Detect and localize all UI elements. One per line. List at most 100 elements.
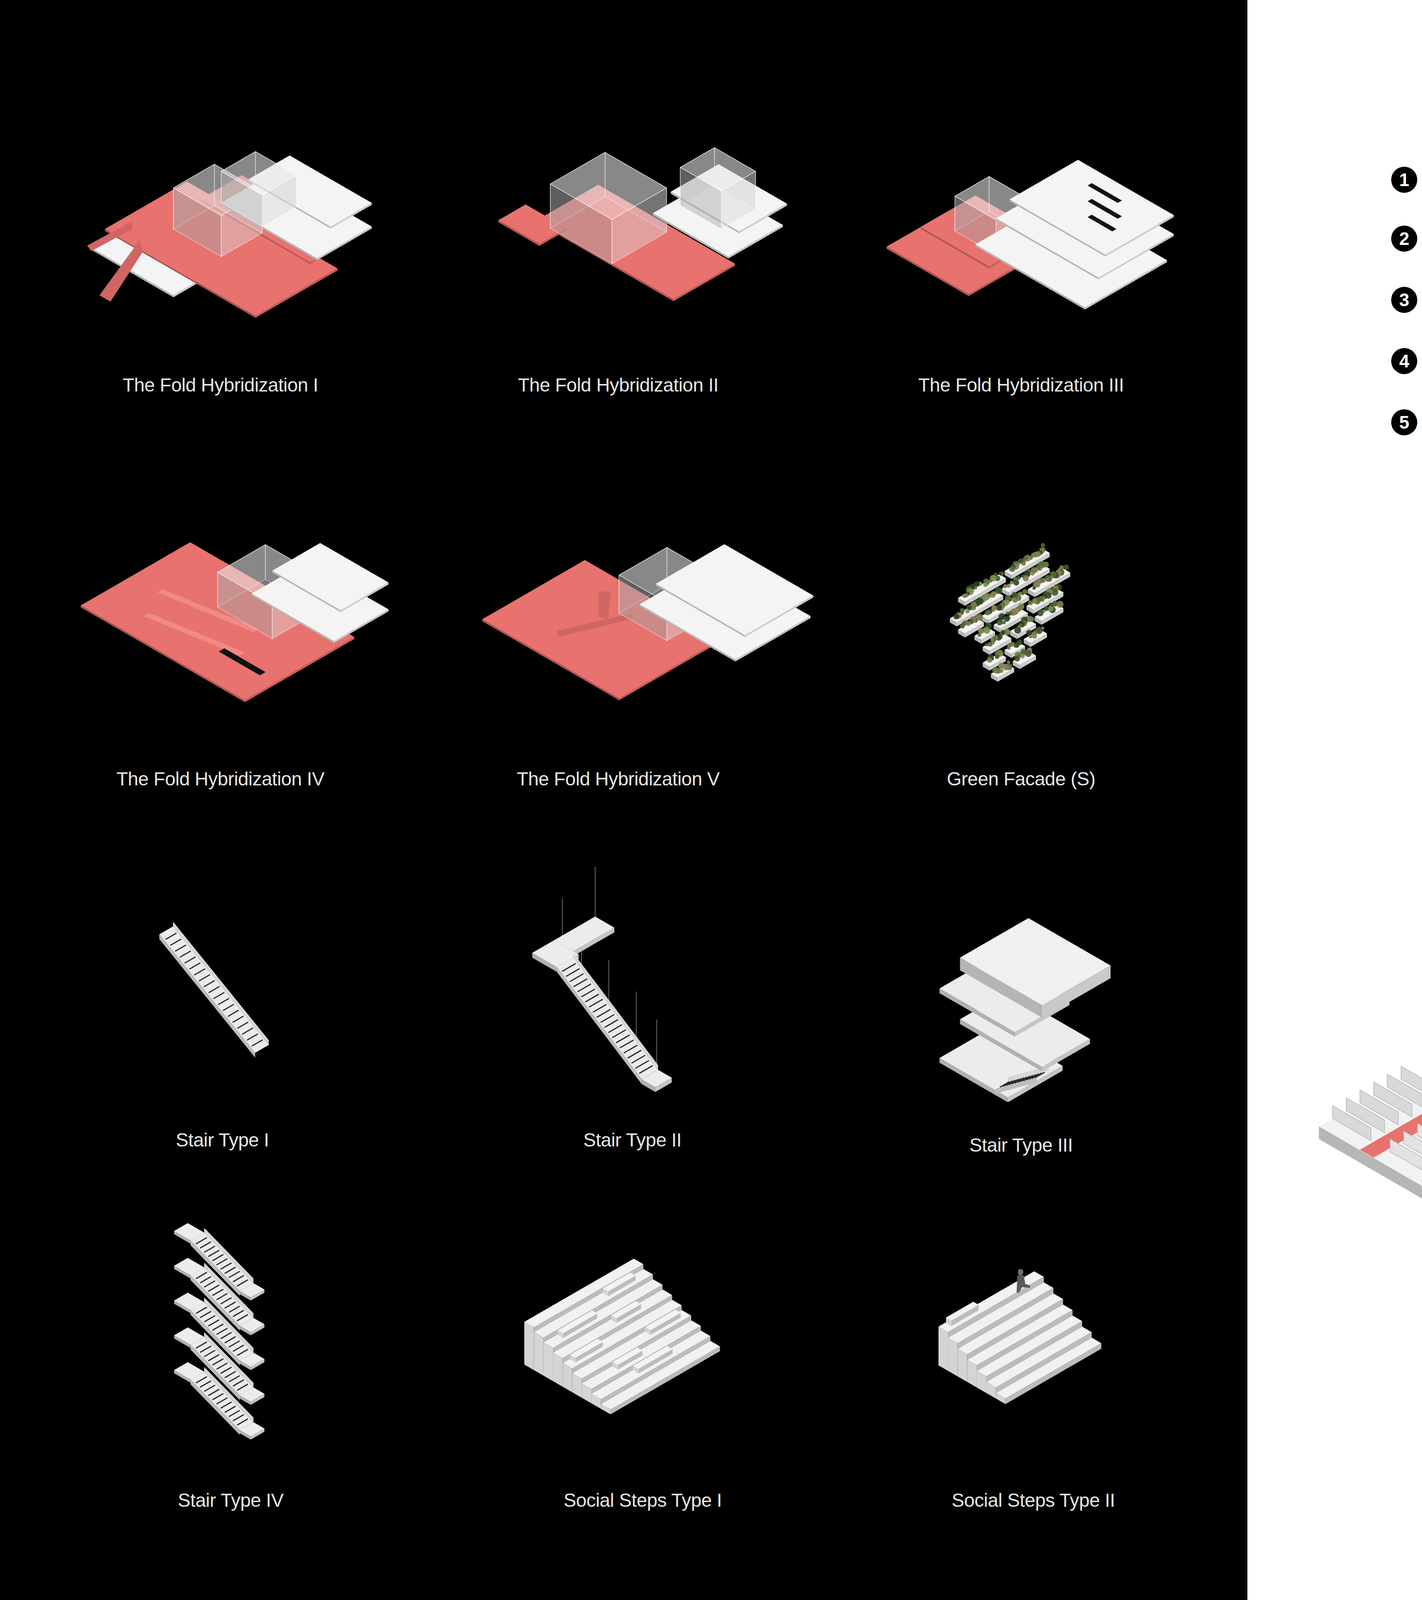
floor-plate [239, 1282, 265, 1298]
plant [1038, 611, 1043, 616]
stair-flight [556, 957, 659, 1080]
stair-stringer [556, 966, 642, 1084]
stair-tread [195, 1376, 207, 1383]
stair-tread [218, 998, 230, 1005]
fold-diagram [87, 151, 373, 318]
stair-tread [246, 1033, 258, 1041]
plant [978, 628, 983, 633]
stair-tread [204, 1384, 216, 1392]
stair-tread [208, 986, 220, 993]
figure-caption: The Fold Hybridization I [122, 374, 319, 396]
stair-tread [224, 1301, 236, 1308]
stair-tread [204, 1245, 216, 1253]
step-riser [610, 1346, 721, 1415]
bench-block [645, 1309, 681, 1330]
figure-caption: The Fold Hybridization III [918, 374, 1125, 396]
stair-stringer [190, 1379, 240, 1435]
stair-tread [208, 1389, 220, 1396]
callout-number: 5 [1391, 409, 1418, 436]
social-steps [524, 1258, 720, 1415]
plant [965, 609, 970, 614]
stair-tread [573, 978, 588, 987]
stair-flight [159, 926, 269, 1053]
plant [962, 593, 967, 599]
plant [989, 592, 996, 599]
stair-tread [233, 1344, 245, 1352]
stair-tread [195, 1341, 207, 1349]
plant [986, 657, 993, 663]
stair-tread [612, 1029, 627, 1038]
stair-tread [216, 1327, 228, 1335]
stair-tread [216, 1362, 228, 1370]
figure-caption: Stair Type I [175, 1128, 269, 1151]
stair-tread [224, 1336, 236, 1343]
person [1016, 1275, 1031, 1293]
floor-plate [239, 1422, 265, 1437]
stair-tread [224, 1405, 236, 1413]
stair-tread [204, 1280, 216, 1287]
stair-tread [608, 1024, 623, 1033]
figure-caption: Social Steps Type II [951, 1489, 1115, 1511]
stair-tread [212, 1254, 224, 1261]
stair-tread [237, 1418, 249, 1425]
stair-tread [220, 1297, 232, 1304]
stair-tread [228, 1375, 240, 1382]
plant [1013, 579, 1020, 586]
stair-tread [233, 1379, 245, 1387]
stair-tread [237, 1314, 249, 1321]
bench-block [557, 1310, 598, 1334]
stair-tread [581, 988, 596, 997]
fold-diagram [482, 544, 814, 701]
floor-plate [993, 608, 1029, 629]
floor-plate [239, 1317, 265, 1332]
figure-caption: Stair Type II [583, 1128, 682, 1151]
plant [1014, 655, 1020, 662]
step-side [553, 1352, 563, 1387]
stair-tread [639, 1065, 653, 1074]
stair-tread [199, 974, 211, 981]
stair-tread [174, 944, 187, 952]
step-side [957, 1348, 967, 1382]
stair-tread [213, 992, 225, 999]
stair-tread [635, 1060, 649, 1069]
floor-plate [982, 633, 1012, 651]
stair-tread [251, 1039, 263, 1046]
stair-tread [237, 1348, 249, 1356]
green-facade [949, 543, 1071, 682]
stair-tread [227, 1010, 239, 1017]
stair-tread [623, 1044, 638, 1053]
glass-volume [550, 152, 667, 220]
step-side [524, 1321, 534, 1370]
figure-caption: Stair Type IV [177, 1489, 284, 1511]
stair-tread [588, 998, 603, 1007]
stair-tread [195, 1272, 207, 1279]
stair-tread [569, 973, 584, 982]
stair-drawing [159, 921, 269, 1058]
person [1017, 1268, 1024, 1276]
stair-tread [596, 1009, 611, 1018]
plant [998, 662, 1005, 669]
step-side [938, 1326, 948, 1371]
stair-tread [228, 1271, 240, 1278]
bench-block [611, 1300, 642, 1319]
stair-tread [220, 1332, 232, 1339]
slab-edge [218, 651, 260, 676]
plant [1009, 611, 1014, 616]
callout-number: 2 [1391, 225, 1418, 252]
figure-caption: The Fold Hybridization V [516, 767, 720, 790]
plant [1006, 660, 1011, 664]
floor-plate [239, 1387, 265, 1402]
floor-plate [1087, 214, 1117, 232]
stair-stringer [995, 1077, 1037, 1094]
stair-tread [212, 1393, 224, 1400]
stair-tread [195, 1237, 207, 1244]
stair-tread [216, 1258, 228, 1265]
plant [1009, 608, 1017, 616]
floor-plate [1009, 159, 1174, 255]
floor-plate [1010, 619, 1037, 635]
plant [1009, 566, 1016, 572]
stair-drawing [939, 917, 1111, 1103]
stair-tread [200, 1311, 212, 1318]
step-side [948, 1337, 958, 1377]
stair-tread [208, 1319, 220, 1327]
